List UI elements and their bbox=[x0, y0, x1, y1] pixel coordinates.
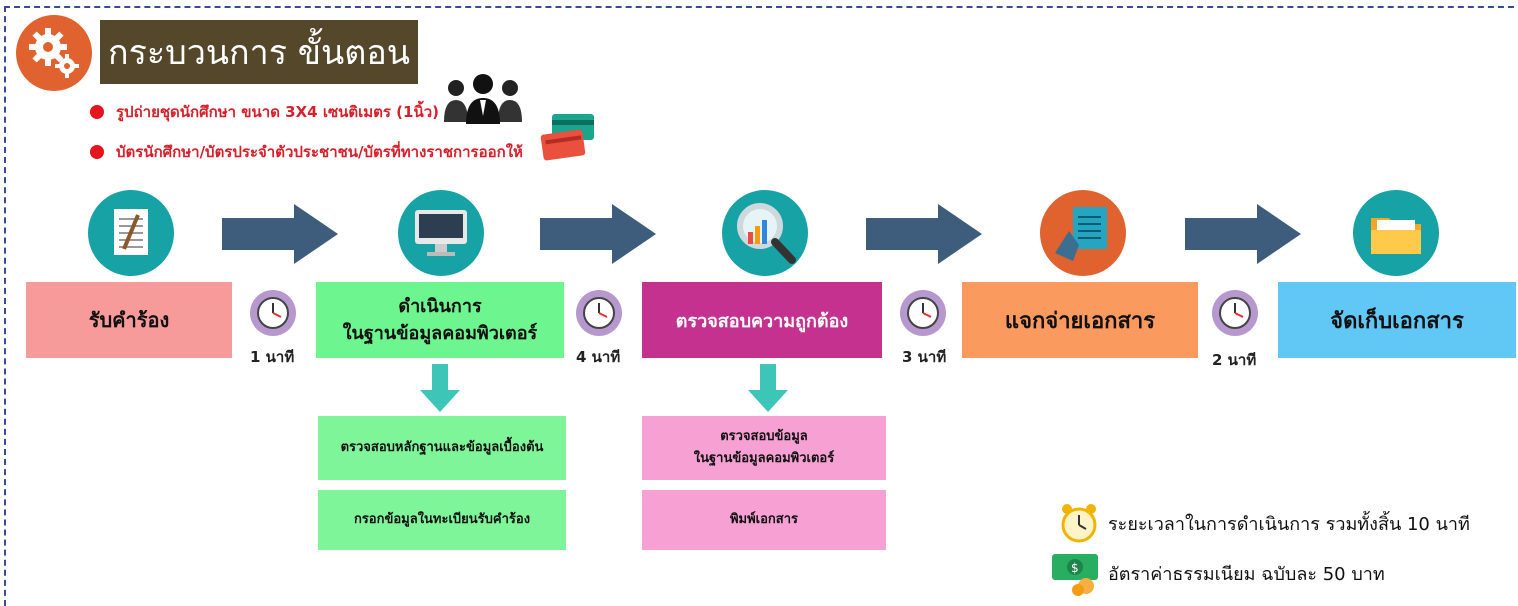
substep-box: กรอกข้อมูลในทะเบียนรับคำร้อง bbox=[318, 490, 566, 550]
requirement-text: รูปถ่ายชุดนักศึกษา ขนาด 3X4 เซนติเมตร (1… bbox=[116, 103, 439, 121]
bullet-dot bbox=[90, 105, 104, 119]
down-arrow bbox=[748, 364, 788, 412]
gears-icon bbox=[16, 15, 92, 91]
substep-box: ตรวจสอบข้อมูล ในฐานข้อมูลคอมพิวเตอร์ bbox=[642, 416, 886, 480]
svg-text:$: $ bbox=[1071, 561, 1079, 575]
fee-text: อัตราค่าธรรมเนียม ฉบับละ 50 บาท bbox=[1108, 563, 1385, 585]
total-time-text: ระยะเวลาในการดำเนินการ รวมทั้งสิ้น 10 นา… bbox=[1108, 513, 1470, 535]
step-3-box: ตรวจสอบความถูกต้อง bbox=[642, 282, 882, 358]
page-title: กระบวนการ ขั้นตอน bbox=[100, 20, 418, 84]
requirement-item: บัตรนักศึกษา/บัตรประจำตัวประชาชน/บัตรที่… bbox=[90, 140, 523, 164]
dashed-frame bbox=[4, 6, 1518, 606]
substep-box: พิมพ์เอกสาร bbox=[642, 490, 886, 550]
step-2-label-line1: ดำเนินการ bbox=[398, 296, 482, 317]
flow-arrow bbox=[1185, 204, 1301, 264]
step-5-label: จัดเก็บเอกสาร bbox=[1330, 308, 1464, 334]
duration-label: 2 นาที bbox=[1212, 351, 1257, 369]
duration-label: 4 นาที bbox=[576, 348, 621, 366]
step-5-box: จัดเก็บเอกสาร bbox=[1278, 282, 1516, 358]
clock-icon bbox=[900, 290, 946, 336]
requirement-item: รูปถ่ายชุดนักศึกษา ขนาด 3X4 เซนติเมตร (1… bbox=[90, 100, 439, 124]
clock-icon bbox=[1212, 290, 1258, 336]
step-3-label: ตรวจสอบความถูกต้อง bbox=[675, 310, 849, 332]
duration-label: 3 นาที bbox=[902, 348, 947, 366]
substep-box: ตรวจสอบหลักฐานและข้อมูลเบื้องต้น bbox=[318, 416, 566, 480]
down-arrow bbox=[420, 364, 460, 412]
step-4-label: แจกจ่ายเอกสาร bbox=[1004, 308, 1156, 334]
cards-icon bbox=[540, 114, 594, 161]
substep-label: ตรวจสอบหลักฐานและข้อมูลเบื้องต้น bbox=[340, 439, 544, 455]
substep-label-line1: ตรวจสอบข้อมูล bbox=[720, 428, 808, 444]
substep-label-line2: ในฐานข้อมูลคอมพิวเตอร์ bbox=[693, 451, 835, 466]
clock-icon bbox=[576, 290, 622, 336]
step-1-label: รับคำร้อง bbox=[88, 308, 170, 332]
substep-label: กรอกข้อมูลในทะเบียนรับคำร้อง bbox=[353, 511, 531, 527]
total-time-note: ระยะเวลาในการดำเนินการ รวมทั้งสิ้น 10 นา… bbox=[1058, 502, 1470, 544]
step-2-box: ดำเนินการ ในฐานข้อมูลคอมพิวเตอร์ bbox=[316, 282, 564, 358]
requirement-text: บัตรนักศึกษา/บัตรประจำตัวประชาชน/บัตรที่… bbox=[116, 143, 523, 161]
clock-icon bbox=[250, 290, 296, 336]
magnifier-chart-icon bbox=[722, 190, 808, 276]
step-4-box: แจกจ่ายเอกสาร bbox=[962, 282, 1198, 358]
flow-arrow bbox=[866, 204, 982, 264]
alarm-clock-icon bbox=[1061, 504, 1097, 543]
handout-document-icon bbox=[1040, 190, 1126, 276]
monitor-icon bbox=[398, 190, 484, 276]
step-2-label-line2: ในฐานข้อมูลคอมพิวเตอร์ bbox=[342, 323, 538, 344]
money-icon: $ bbox=[1052, 554, 1098, 596]
duration-label: 1 นาที bbox=[250, 348, 295, 366]
people-icon bbox=[444, 74, 522, 124]
substep-label: พิมพ์เอกสาร bbox=[729, 511, 799, 527]
bullet-dot bbox=[90, 145, 104, 159]
folder-icon bbox=[1353, 190, 1439, 276]
fee-note: $ อัตราค่าธรรมเนียม ฉบับละ 50 บาท bbox=[1050, 550, 1385, 596]
flow-arrow bbox=[540, 204, 656, 264]
flow-arrow bbox=[222, 204, 338, 264]
document-pen-icon bbox=[88, 190, 174, 276]
step-1-box: รับคำร้อง bbox=[26, 282, 232, 358]
